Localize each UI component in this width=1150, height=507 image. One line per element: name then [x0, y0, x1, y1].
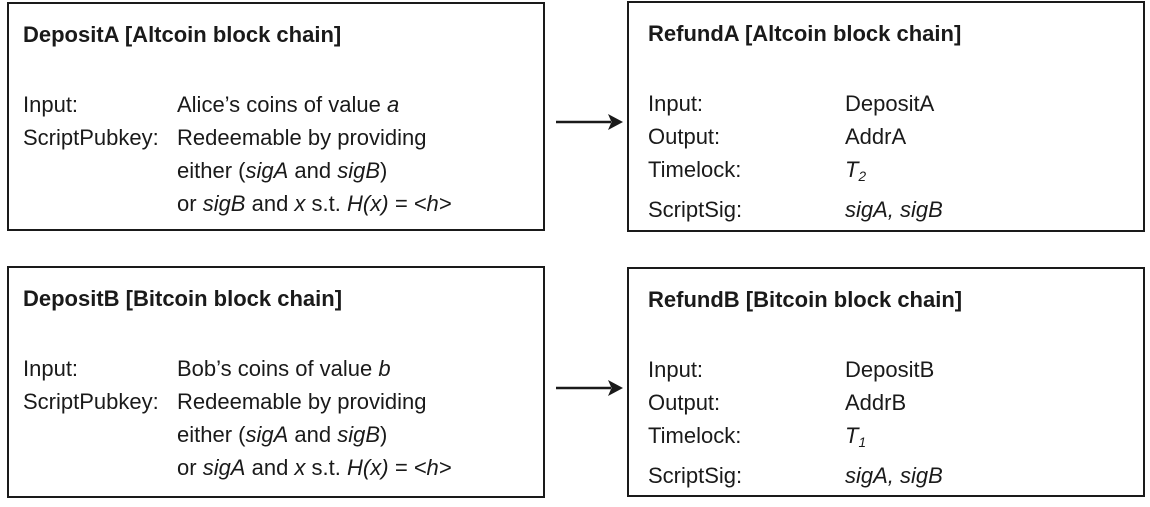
refundA-rows: Input: DepositA Output: AddrA Timelock: …	[648, 87, 1131, 226]
row-scriptpubkey-line2: either (sigA and sigB)	[23, 418, 531, 451]
refundB-box: RefundB [Bitcoin block chain] Input: Dep…	[627, 267, 1145, 497]
row-output: Output: AddrB	[648, 386, 1131, 419]
row-label: ScriptPubkey:	[23, 125, 159, 150]
row-timelock: Timelock: T2	[648, 153, 1131, 193]
row-value: DepositB	[845, 357, 935, 382]
row-scriptpubkey-line2: either (sigA and sigB)	[23, 154, 531, 187]
row-scriptpubkey: ScriptPubkey: Redeemable by providing	[23, 121, 531, 154]
row-label: Output:	[648, 390, 721, 415]
row-label: Timelock:	[648, 423, 742, 448]
row-label: Timelock:	[648, 157, 742, 182]
depositB-rows: Input: Bob’s coins of value b ScriptPubk…	[23, 352, 531, 484]
depositA-title: DepositA [Altcoin block chain]	[23, 22, 342, 47]
row-scriptsig: ScriptSig: sigA, sigB	[648, 459, 1131, 492]
row-timelock: Timelock: T1	[648, 419, 1131, 459]
row-scriptpubkey-line3: or sigA and x s.t. H(x) = <h>	[23, 451, 531, 484]
row-input: Input: DepositB	[648, 353, 1131, 386]
row-scriptsig: ScriptSig: sigA, sigB	[648, 193, 1131, 226]
row-label: Input:	[23, 92, 79, 117]
row-label: Output:	[648, 124, 721, 149]
row-value: sigA, sigB	[845, 196, 943, 222]
refundB-title: RefundB [Bitcoin block chain]	[648, 287, 963, 312]
depositB-box: DepositB [Bitcoin block chain] Input: Bo…	[7, 266, 545, 498]
row-input: Input: DepositA	[648, 87, 1131, 120]
row-value: either (sigA and sigB)	[177, 422, 388, 447]
row-label	[23, 451, 177, 484]
row-value: T1	[845, 423, 867, 450]
row-value: Redeemable by providing	[177, 125, 427, 150]
row-label	[23, 154, 177, 187]
row-label	[23, 187, 177, 220]
row-output: Output: AddrA	[648, 120, 1131, 153]
row-label: Input:	[648, 91, 704, 116]
row-label: Input:	[648, 357, 704, 382]
arrow-right-icon	[556, 114, 623, 130]
row-value: Alice’s coins of value a	[177, 92, 400, 117]
row-value: Redeemable by providing	[177, 389, 427, 414]
row-scriptpubkey-line3: or sigB and x s.t. H(x) = <h>	[23, 187, 531, 220]
refundA-box: RefundA [Altcoin block chain] Input: Dep…	[627, 1, 1145, 232]
row-value: or sigB and x s.t. H(x) = <h>	[177, 191, 452, 216]
arrow-right-icon	[556, 380, 623, 396]
row-value: AddrB	[845, 390, 907, 415]
row-input: Input: Alice’s coins of value a	[23, 88, 531, 121]
row-value: or sigA and x s.t. H(x) = <h>	[177, 455, 452, 480]
depositA-rows: Input: Alice’s coins of value a ScriptPu…	[23, 88, 531, 220]
row-label	[23, 418, 177, 451]
depositB-title: DepositB [Bitcoin block chain]	[23, 286, 343, 311]
refundB-rows: Input: DepositB Output: AddrB Timelock: …	[648, 353, 1131, 492]
row-label: ScriptPubkey:	[23, 389, 159, 414]
row-label: ScriptSig:	[648, 196, 743, 222]
refundA-title: RefundA [Altcoin block chain]	[648, 21, 962, 46]
row-value: AddrA	[845, 124, 907, 149]
row-input: Input: Bob’s coins of value b	[23, 352, 531, 385]
row-value: sigA, sigB	[845, 462, 943, 488]
row-value: T2	[845, 157, 867, 184]
row-value: either (sigA and sigB)	[177, 158, 388, 183]
row-value: DepositA	[845, 91, 935, 116]
depositA-box: DepositA [Altcoin block chain] Input: Al…	[7, 2, 545, 231]
row-label: Input:	[23, 356, 79, 381]
row-scriptpubkey: ScriptPubkey: Redeemable by providing	[23, 385, 531, 418]
row-value: Bob’s coins of value b	[177, 356, 391, 381]
row-label: ScriptSig:	[648, 462, 743, 488]
